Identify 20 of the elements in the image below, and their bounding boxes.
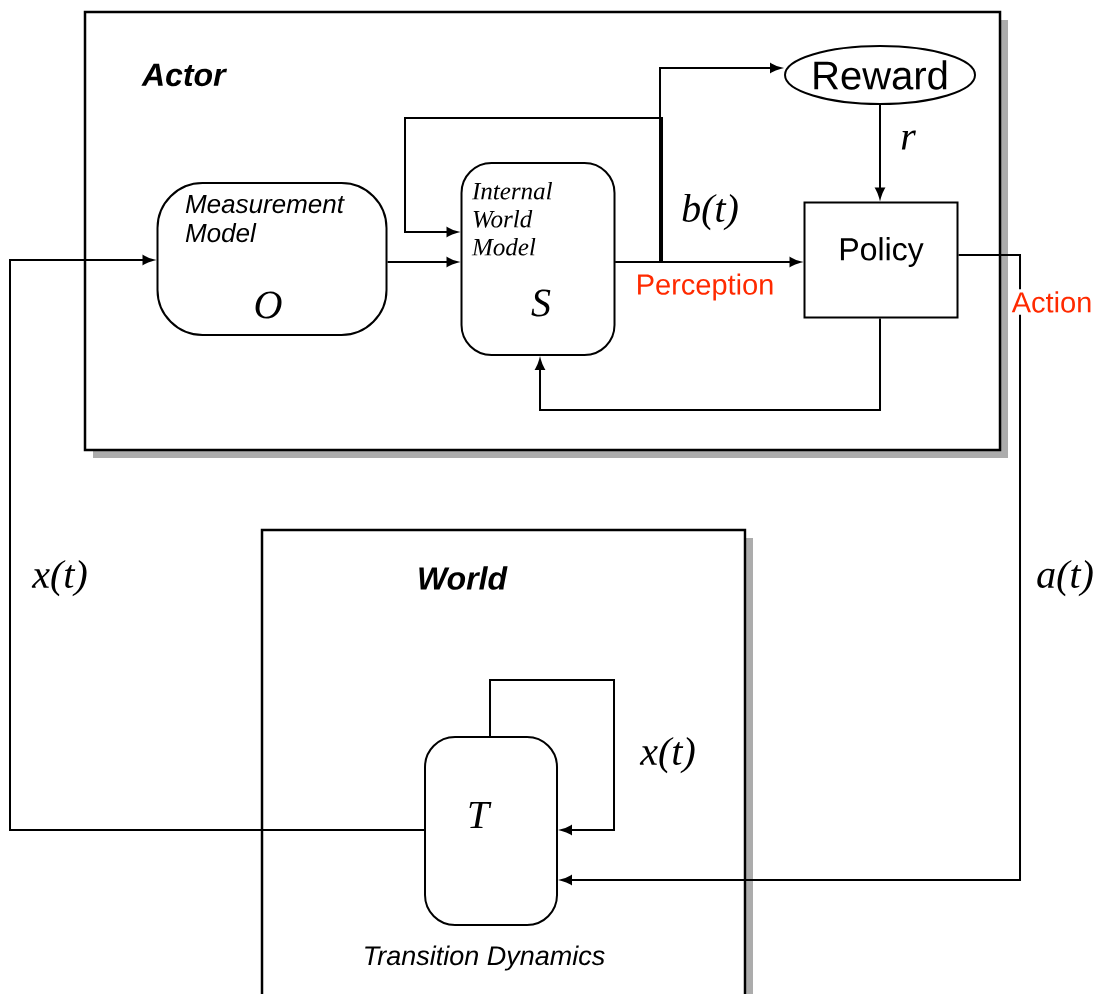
edge-label: b(t) — [682, 193, 738, 231]
arrow — [386, 257, 458, 267]
rounded-box: T Transition Dynamics — [365, 736, 605, 971]
process-box: Policy — [803, 201, 959, 319]
arrow — [9, 255, 425, 831]
edge-label: r — [901, 130, 916, 150]
ellipse-node: Reward — [784, 45, 976, 105]
rounded-box: Internal World Model S — [460, 162, 616, 356]
arrow — [875, 104, 885, 199]
arrow — [560, 254, 1021, 885]
edge-label: x(t) — [31, 559, 87, 597]
arrow — [535, 317, 881, 411]
arrow — [404, 117, 663, 263]
label: Perception — [633, 271, 777, 303]
rounded-box: Measurement Model O — [156, 182, 388, 336]
label: Action — [1009, 289, 1095, 315]
node-label: Transition Dynamics — [365, 945, 605, 971]
edge-label: x(t) — [639, 736, 695, 774]
arrow — [489, 679, 615, 835]
edge-label: a(t) — [1037, 559, 1093, 597]
